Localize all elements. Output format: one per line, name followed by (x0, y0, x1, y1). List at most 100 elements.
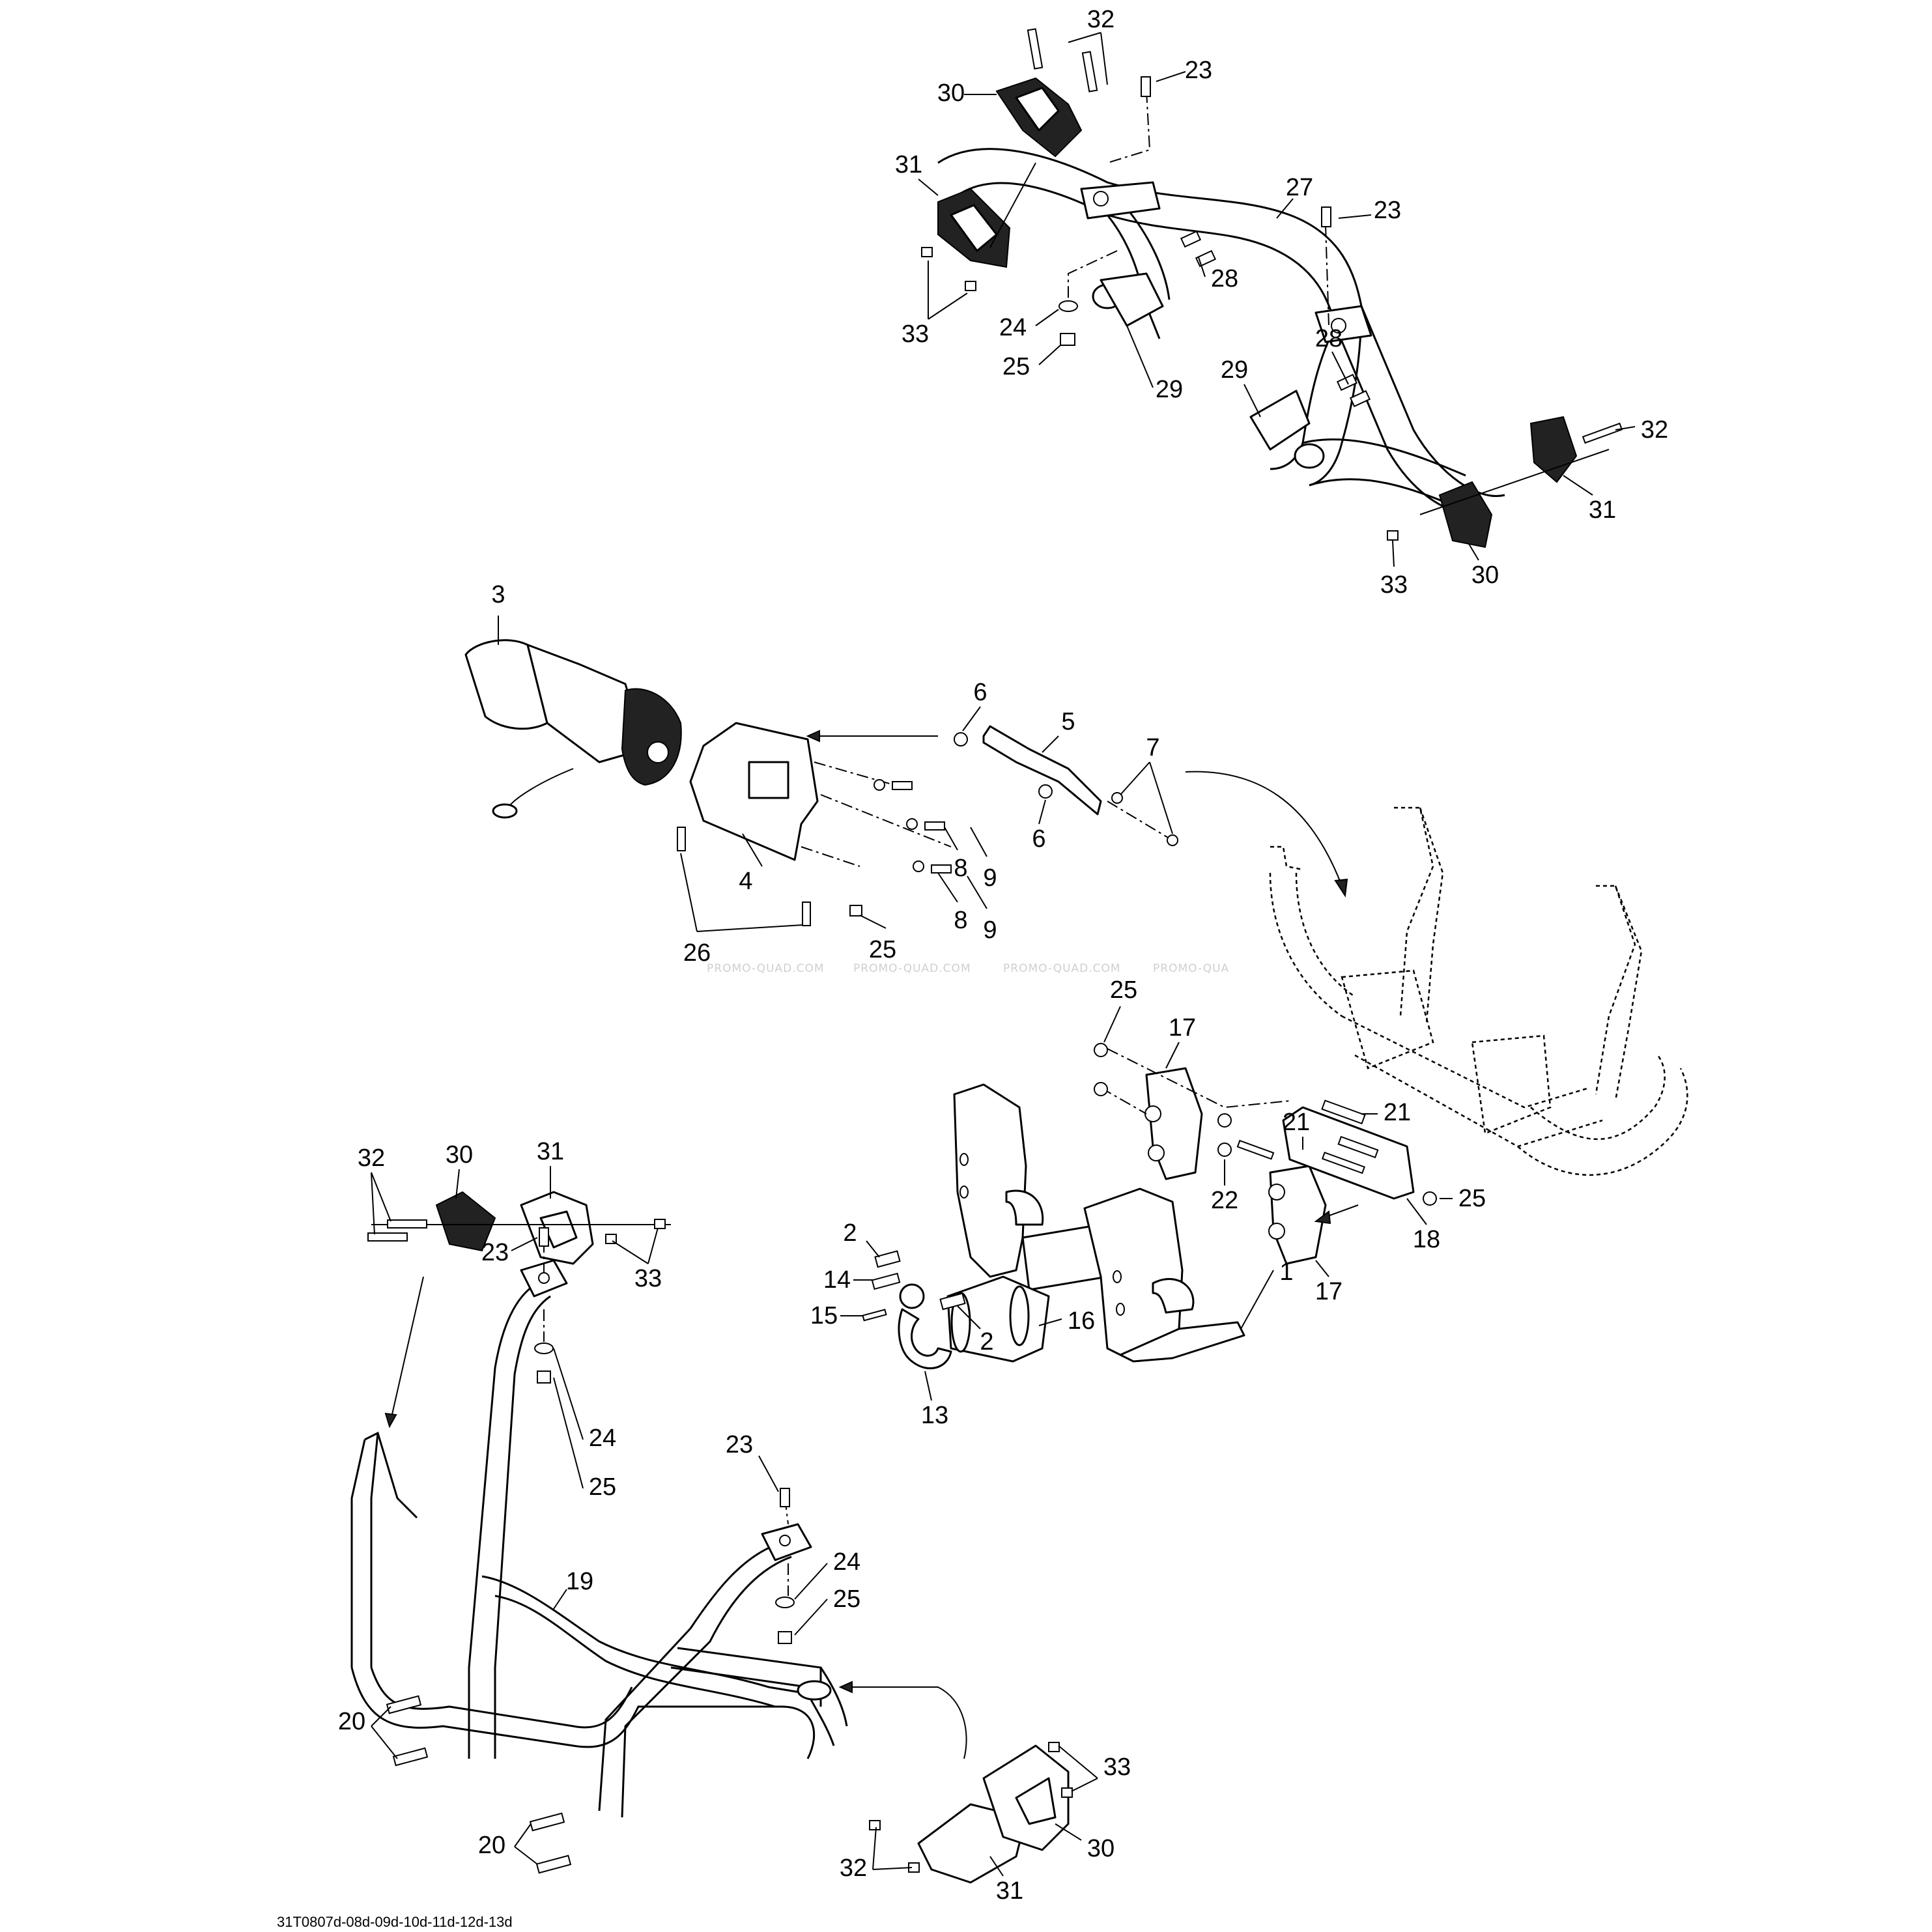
front-bumper-assembly (350, 1191, 1073, 1884)
guard-31-left-face (539, 1210, 578, 1249)
leader-25-a (1103, 1006, 1121, 1043)
callout-22: 22 (1211, 1187, 1238, 1214)
leader-32-left (371, 1172, 391, 1235)
bolt-20-c (529, 1812, 565, 1832)
bumper-callouts: 32 30 31 33 23 24 25 23 24 25 19 20 20 3… (338, 1138, 1131, 1905)
washer-8-b (906, 818, 918, 830)
leader-18 (1406, 1198, 1427, 1225)
bumper-19-left-upright (350, 1431, 418, 1668)
leader-32-right-b (872, 1826, 913, 1870)
bar-27-tube-end (1294, 443, 1325, 469)
leader-8-a (944, 827, 958, 851)
callout-31: 31 (1589, 496, 1616, 524)
bolt-9-b (924, 821, 945, 831)
washer-24-left (534, 1342, 554, 1354)
callout-21: 21 (1283, 1109, 1310, 1136)
hook-13-eye (899, 1283, 925, 1309)
install-line-23b (1325, 224, 1329, 326)
leader-17-b (1315, 1260, 1329, 1277)
bumper-19-right-post (598, 1542, 792, 1818)
top-callouts: 32 30 23 31 27 23 28 33 24 25 29 28 29 3… (895, 6, 1668, 599)
callout-25: 25 (1458, 1185, 1486, 1212)
leader-25-winch (859, 915, 887, 929)
bolt-20-d (535, 1854, 572, 1874)
guard-1-left-tower (953, 1083, 1027, 1278)
leader-23-left (511, 1237, 538, 1251)
clip-15 (862, 1309, 887, 1322)
bar-27-front-leg (1270, 305, 1363, 487)
guard-assembly (862, 1043, 1437, 1370)
pin-14 (871, 1272, 901, 1290)
callout-29: 29 (1221, 356, 1248, 384)
winch-3-cable-loop (492, 803, 518, 819)
bolt-2-b (939, 1292, 966, 1311)
leader-32-top (1068, 32, 1108, 85)
callout-18: 18 (1413, 1226, 1440, 1253)
nut-33-c (1387, 530, 1399, 541)
screw-23-top (1141, 76, 1151, 97)
leader-17-a (1165, 1042, 1180, 1069)
callout-27: 27 (1286, 174, 1313, 201)
nut-25-left (537, 1371, 551, 1384)
washer-7-a (1111, 792, 1123, 804)
callout-15: 15 (810, 1302, 838, 1329)
bolt-9-c (931, 864, 952, 874)
winch-3-hub (647, 741, 669, 763)
leader-2-b (957, 1305, 981, 1329)
top-guards (937, 77, 1610, 548)
leader-23-top (1156, 71, 1186, 82)
screw-23-right (1321, 206, 1331, 227)
bolt-32-a (1027, 28, 1044, 70)
guard-1-hole-b (959, 1186, 969, 1199)
bolt-20-a (386, 1695, 422, 1714)
callout-25: 25 (589, 1473, 616, 1501)
frame-bracket-left (1341, 969, 1434, 1070)
bar-27-outline-upper (937, 148, 1505, 497)
bar-27-mount-left (1080, 181, 1161, 220)
bracket-17-boss-d (1268, 1223, 1285, 1240)
nut-33-b (965, 281, 976, 291)
winch-assembly (464, 639, 1178, 926)
leader-23-right (1338, 214, 1372, 219)
guard-install-lines (1100, 1048, 1290, 1115)
leader-32-right (1615, 426, 1636, 431)
washer-8-c (913, 860, 924, 872)
nut-25-winch (849, 905, 862, 916)
watermark: PROMO-QUAD.COM (1003, 962, 1121, 975)
leader-26 (680, 853, 803, 932)
callout-7: 7 (1146, 734, 1159, 761)
guard-1-skid (1119, 1321, 1245, 1363)
callout-32: 32 (1087, 6, 1115, 33)
leader-33-top (928, 261, 968, 320)
frame-crossmember (1341, 1015, 1603, 1148)
callout-32: 32 (1641, 416, 1668, 444)
bracket-17-upper (1145, 1067, 1203, 1180)
bumper-19-hole-right (779, 1535, 791, 1546)
callout-33: 33 (634, 1265, 662, 1292)
frame-front-hoop (1269, 872, 1356, 1017)
nut-33-right-a (1048, 1742, 1060, 1752)
pin-21-a (1321, 1100, 1366, 1125)
guard-1-hole-d (1116, 1303, 1125, 1316)
guard-30-top-face (1015, 87, 1060, 132)
leader-30-right (1468, 543, 1479, 561)
bracket-17-boss-a (1144, 1105, 1161, 1122)
fairlead-16-roller-right (1009, 1285, 1030, 1346)
callout-8: 8 (954, 855, 967, 882)
leader-5 (1042, 735, 1059, 753)
winch-install-lines (801, 761, 952, 867)
frame-upright-left (1394, 806, 1444, 1023)
winch-3-cable (507, 768, 574, 808)
callout-31: 31 (895, 151, 922, 178)
leader-9-a (970, 827, 987, 857)
bumper-19-hole-left (538, 1272, 550, 1284)
washer-24 (1058, 300, 1078, 312)
callout-28: 28 (1211, 265, 1238, 292)
leader-25-left (553, 1377, 584, 1489)
callout-20: 20 (478, 1832, 505, 1859)
frame-upright-right (1595, 885, 1643, 1101)
callout-23: 23 (726, 1431, 753, 1458)
arrow-head-plate (806, 730, 820, 743)
arrow-to-frame (1185, 771, 1342, 887)
callout-24: 24 (589, 1425, 616, 1452)
